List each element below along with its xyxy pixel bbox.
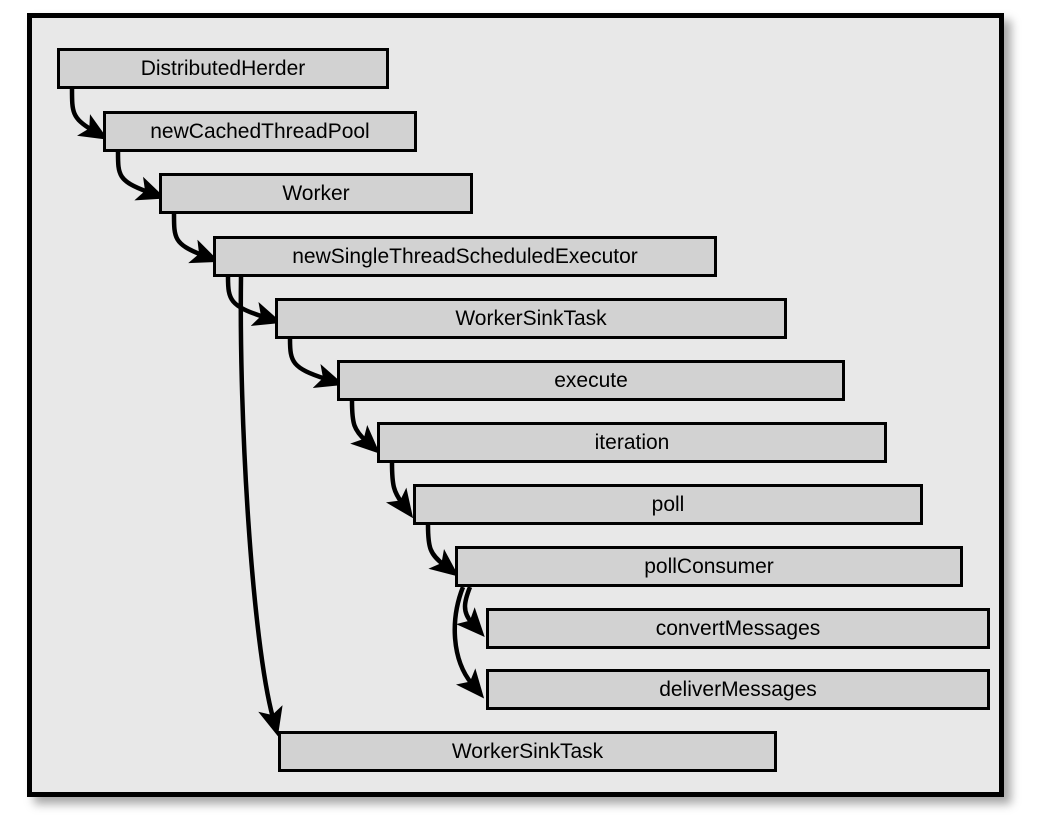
node-n1[interactable]: DistributedHerder (57, 48, 389, 89)
node-label: newSingleThreadScheduledExecutor (292, 245, 638, 268)
node-label: newCachedThreadPool (150, 120, 370, 143)
node-label: execute (554, 369, 628, 392)
node-n8[interactable]: poll (413, 484, 923, 525)
node-n2[interactable]: newCachedThreadPool (103, 111, 417, 152)
node-n5[interactable]: WorkerSinkTask (275, 298, 787, 339)
node-n4[interactable]: newSingleThreadScheduledExecutor (213, 236, 717, 277)
node-label: poll (651, 493, 685, 516)
node-n11[interactable]: deliverMessages (486, 669, 990, 710)
node-n9[interactable]: pollConsumer (455, 546, 963, 587)
node-n6[interactable]: execute (337, 360, 845, 401)
node-n12[interactable]: WorkerSinkTask (278, 731, 777, 772)
node-label: DistributedHerder (140, 57, 306, 80)
node-label: WorkerSinkTask (451, 740, 604, 763)
node-n7[interactable]: iteration (377, 422, 887, 463)
node-label: convertMessages (655, 617, 821, 640)
node-n3[interactable]: Worker (159, 173, 473, 214)
node-label: iteration (594, 431, 670, 454)
node-label: deliverMessages (659, 678, 817, 701)
node-n10[interactable]: convertMessages (486, 608, 990, 649)
node-label: Worker (282, 182, 350, 205)
node-label: pollConsumer (644, 555, 774, 578)
node-label: WorkerSinkTask (455, 307, 607, 330)
